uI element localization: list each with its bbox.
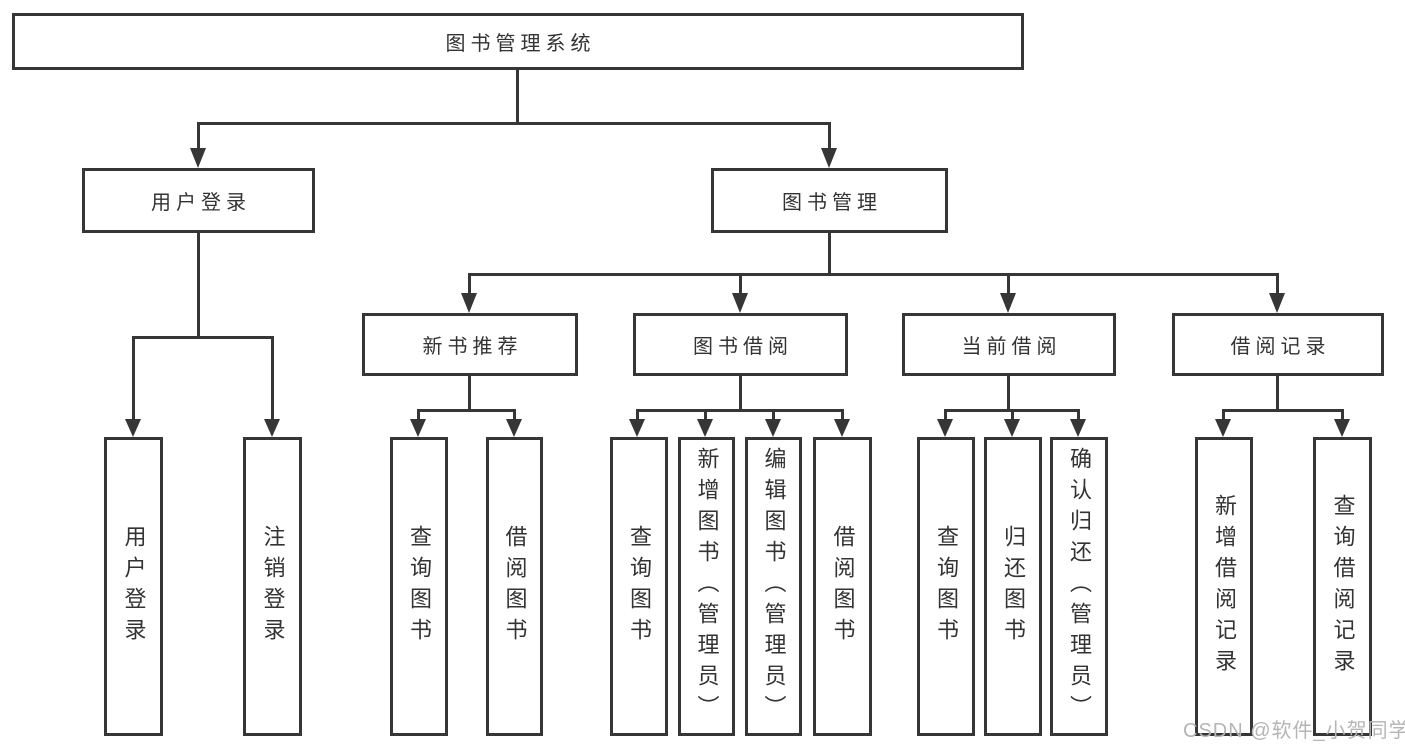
arrowhead-nb-borrow [506, 419, 522, 437]
node-user-login-label: 用户登录 [151, 192, 251, 214]
connector-drop-bw-query [636, 409, 639, 421]
leaf-cu-return-books: 归还图书 [984, 437, 1042, 736]
node-root: 图书管理系统 [12, 13, 1024, 70]
arrowhead-bw-edit [765, 419, 781, 437]
node-root-label: 图书管理系统 [445, 33, 596, 55]
leaf-user-login-label: 用户登录 [121, 524, 147, 649]
leaf-nb-borrow-books: 借阅图书 [486, 437, 543, 736]
leaf-nb-query-books: 查询图书 [390, 437, 448, 736]
node-book-mgmt: 图书管理 [711, 168, 948, 233]
connector-drop-logout-leaf [271, 336, 274, 421]
connector-drop-current [1007, 273, 1010, 295]
connector-drop-borrow [739, 273, 742, 295]
connector-drop-cu-return [1011, 409, 1014, 421]
leaf-cu-confirm-return-admin: 确认归还（管理员） [1050, 437, 1108, 736]
connector-new-book-stem [468, 376, 471, 409]
node-records-label: 借阅记录 [1230, 336, 1331, 358]
connector-drop-bw-edit [772, 409, 775, 421]
leaf-bw-borrow-books: 借阅图书 [813, 437, 872, 736]
connector-drop-book-mgmt [828, 122, 831, 150]
leaf-bw-edit-books-admin-label: 编辑图书（管理员） [761, 447, 787, 726]
leaf-rc-add-record-label: 新增借阅记录 [1212, 493, 1237, 680]
arrowhead-bw-query [629, 419, 645, 437]
leaf-rc-query-record: 查询借阅记录 [1313, 437, 1372, 736]
connector-borrow-hbar [636, 409, 844, 412]
node-borrow-label: 图书借阅 [693, 336, 793, 358]
connector-drop-cu-query [944, 409, 947, 421]
leaf-logout-label: 注销登录 [260, 524, 286, 649]
connector-drop-nb-borrow [513, 409, 516, 421]
leaf-bw-borrow-books-label: 借阅图书 [830, 524, 856, 649]
node-book-mgmt-label: 图书管理 [782, 192, 882, 214]
node-current: 当前借阅 [902, 313, 1116, 376]
arrowhead-cu-query [937, 419, 953, 437]
node-new-book: 新书推荐 [362, 313, 578, 376]
leaf-bw-query-books: 查询图书 [610, 437, 668, 736]
connector-drop-rc-add [1222, 409, 1225, 421]
leaf-cu-confirm-return-admin-label: 确认归还（管理员） [1067, 447, 1092, 726]
arrowhead-current [1000, 293, 1016, 313]
connector-drop-cu-confirm [1077, 409, 1080, 421]
connector-drop-bw-borrow [841, 409, 844, 421]
csdn-watermark: CSDN @软件_小贺同学 [1183, 720, 1405, 742]
arrowhead-nb-query [410, 419, 426, 437]
leaf-bw-add-books-admin: 新增图书（管理员） [678, 437, 735, 736]
connector-book-mgmt-stem [828, 233, 831, 273]
arrowhead-user-login [190, 148, 206, 168]
arrowhead-borrow [732, 293, 748, 313]
connector-root-hbar [197, 122, 831, 125]
arrowhead-cu-return [1004, 419, 1020, 437]
leaf-nb-borrow-books-label: 借阅图书 [502, 524, 528, 649]
connector-new-book-hbar [417, 409, 516, 412]
connector-records-stem [1276, 376, 1279, 409]
connector-drop-nb-query [417, 409, 420, 421]
leaf-user-login: 用户登录 [104, 437, 163, 736]
node-records: 借阅记录 [1172, 313, 1384, 376]
arrowhead-user-login-leaf [125, 419, 141, 437]
connector-drop-bw-add [704, 409, 707, 421]
node-user-login: 用户登录 [82, 168, 315, 233]
arrowhead-cu-confirm [1070, 419, 1086, 437]
leaf-cu-return-books-label: 归还图书 [1001, 524, 1026, 649]
connector-book-mgmt-hbar [468, 273, 1279, 276]
connector-records-hbar [1222, 409, 1344, 412]
arrowhead-rc-query [1334, 419, 1350, 437]
connector-drop-records [1276, 273, 1279, 295]
arrowhead-bw-borrow [834, 419, 850, 437]
arrowhead-book-mgmt [821, 148, 837, 168]
connector-borrow-stem [739, 376, 742, 409]
connector-user-login-stem [197, 233, 200, 336]
leaf-nb-query-books-label: 查询图书 [407, 524, 432, 649]
leaf-bw-add-books-admin-label: 新增图书（管理员） [694, 447, 720, 726]
leaf-cu-query-books-label: 查询图书 [934, 524, 959, 649]
leaf-rc-query-record-label: 查询借阅记录 [1330, 493, 1356, 680]
connector-drop-new-book [468, 273, 471, 295]
leaf-rc-add-record: 新增借阅记录 [1195, 437, 1253, 736]
arrowhead-new-book [461, 293, 477, 313]
arrowhead-logout-leaf [264, 419, 280, 437]
leaf-cu-query-books: 查询图书 [917, 437, 975, 736]
leaf-bw-query-books-label: 查询图书 [627, 524, 652, 649]
arrowhead-rc-add [1215, 419, 1231, 437]
connector-drop-user-login [197, 122, 200, 150]
connector-user-login-hbar [132, 336, 274, 339]
arrowhead-bw-add [697, 419, 713, 437]
node-current-label: 当前借阅 [961, 336, 1062, 358]
node-borrow: 图书借阅 [633, 313, 848, 376]
connector-drop-user-login-leaf [132, 336, 135, 421]
connector-current-stem [1007, 376, 1010, 409]
connector-drop-rc-query [1341, 409, 1344, 421]
node-new-book-label: 新书推荐 [422, 336, 523, 358]
arrowhead-records [1269, 293, 1285, 313]
leaf-bw-edit-books-admin: 编辑图书（管理员） [745, 437, 802, 736]
leaf-logout: 注销登录 [243, 437, 302, 736]
connector-root-stem [516, 69, 519, 122]
